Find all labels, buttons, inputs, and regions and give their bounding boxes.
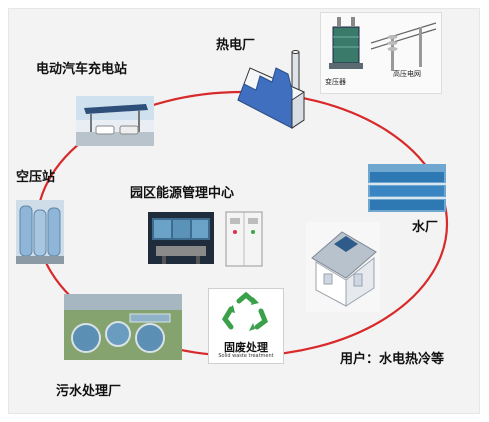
house-icon xyxy=(306,222,380,312)
transformer-icon xyxy=(329,17,363,69)
label-ev-station: 电动汽车充电站 xyxy=(36,62,128,77)
power-plant-icon xyxy=(234,46,310,134)
label-power-plant: 热电厂 xyxy=(216,38,256,53)
caption-transformer: 变压器 xyxy=(325,78,346,86)
ev-charging-station-icon xyxy=(76,96,154,146)
badge-subtitle: Solid waste treatment xyxy=(218,353,274,359)
water-plant-icon xyxy=(368,164,446,212)
caption-hv-grid: 高压电网 xyxy=(393,70,421,78)
label-energy-center: 园区能源管理中心 xyxy=(130,186,235,201)
electric-cabinet-icon xyxy=(224,210,264,268)
label-sewage-plant: 污水处理厂 xyxy=(56,384,122,399)
power-line-icon xyxy=(370,22,437,71)
recycle-icon xyxy=(221,291,269,331)
air-compressor-icon xyxy=(16,200,64,264)
badge-title: 固废处理 xyxy=(224,341,268,354)
label-water-plant: 水厂 xyxy=(412,220,439,235)
label-users: 用户：水电热冷等 xyxy=(340,352,445,367)
transformer-grid-picture: 变压器 高压电网 xyxy=(320,12,442,94)
control-room-icon xyxy=(148,212,214,264)
solid-waste-badge: 固废处理 Solid waste treatment xyxy=(208,288,284,364)
label-air-station: 空压站 xyxy=(16,170,56,185)
sewage-plant-icon xyxy=(64,294,182,360)
